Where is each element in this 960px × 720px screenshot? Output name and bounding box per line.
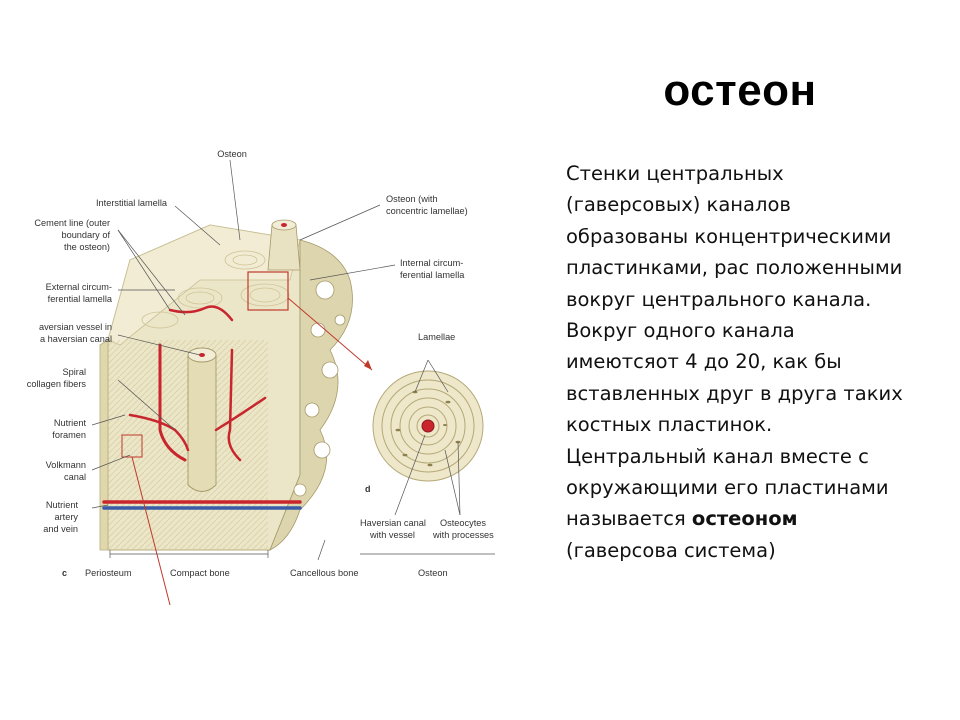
label-osteon-concentric: Osteon (with	[386, 194, 438, 204]
label-interstitial: Interstitial lamella	[96, 198, 168, 208]
label-haversian-vessel-2: a haversian canal	[40, 334, 112, 344]
label-haversian-canal: Haversian canal	[360, 518, 426, 528]
label-volkmann: Volkmann	[46, 460, 86, 470]
label-nutrient-foramen-2: foramen	[52, 430, 86, 440]
label-compact-bone: Compact bone	[170, 568, 230, 578]
label-nutrient-foramen: Nutrient	[54, 418, 87, 428]
label-nutrient-artery-2: artery	[55, 512, 79, 522]
label-osteocytes: Osteocytes	[440, 518, 486, 528]
label-osteon-bottom: Osteon	[418, 568, 448, 578]
leader-lines	[91, 159, 495, 561]
label-spiral: Spiral	[63, 367, 87, 377]
label-cement-line: Cement line (outer	[34, 218, 110, 228]
label-external-2: ferential lamella	[48, 294, 113, 304]
label-osteocytes-2: with processes	[432, 530, 494, 540]
diagram-labels: Osteon Interstitial lamella Cement line …	[27, 149, 494, 578]
bone-block	[99, 219, 301, 551]
osteon-cross-section	[372, 370, 484, 482]
osteon-diagram: Osteon Interstitial lamella Cement line …	[0, 130, 520, 620]
body-text-tail: (гаверсова система)	[566, 538, 776, 562]
label-osteon-concentric-2: concentric lamellae)	[386, 206, 468, 216]
label-nutrient-artery-3: and vein	[43, 524, 78, 534]
label-cancellous-bone: Cancellous bone	[290, 568, 358, 578]
label-internal-2: ferential lamella	[400, 270, 465, 280]
slide-title: остеон	[663, 66, 817, 115]
body-text-main: Стенки центральных (гаверсовых) каналов …	[566, 162, 903, 531]
label-cement-line-2: boundary of	[61, 230, 110, 240]
cancellous-bone	[269, 239, 353, 551]
label-osteon-top: Osteon	[217, 149, 247, 159]
label-spiral-2: collagen fibers	[27, 379, 87, 389]
label-haversian-canal-2: with vessel	[369, 530, 415, 540]
label-periosteum: Periosteum	[85, 568, 132, 578]
label-internal: Internal circum-	[400, 258, 463, 268]
label-panel-c: c	[62, 568, 67, 578]
body-text-bold-term: остеоном	[691, 507, 798, 531]
zoom-line	[287, 297, 373, 371]
label-nutrient-artery: Nutrient	[46, 500, 79, 510]
label-haversian-vessel: aversian vessel in	[39, 322, 112, 332]
slide-body-text: Стенки центральных (гаверсовых) каналов …	[566, 158, 906, 566]
label-cement-line-3: the osteon)	[64, 242, 110, 252]
label-panel-d: d	[365, 484, 371, 494]
label-lamellae: Lamellae	[418, 332, 455, 342]
label-external: External circum-	[46, 282, 112, 292]
label-volkmann-2: canal	[64, 472, 86, 482]
